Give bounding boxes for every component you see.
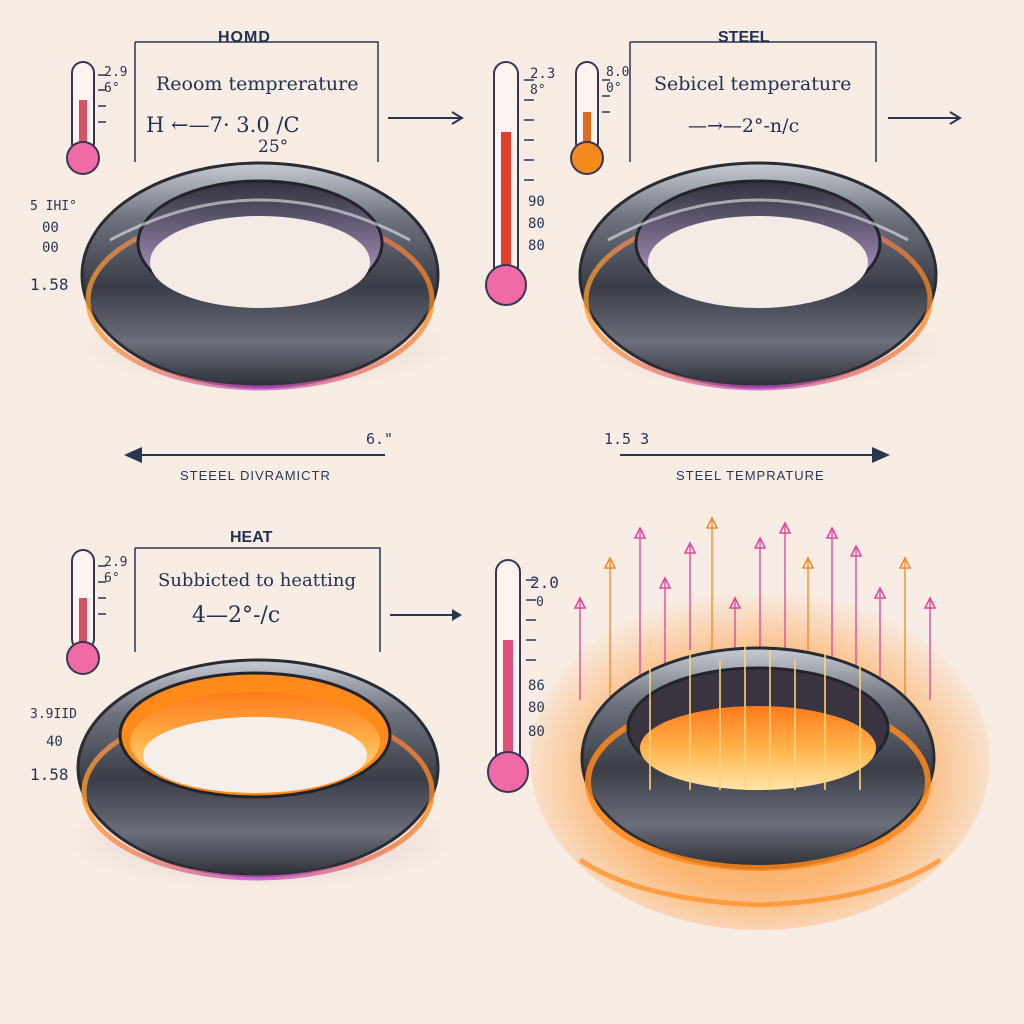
arrow-left-icon [124,447,385,463]
heat-arrow-head [898,556,912,569]
steel-ring-heating [76,658,440,881]
heat-arrow-head [923,596,937,609]
glow-base [578,857,942,908]
heat-arrow-head [778,521,792,534]
side-value: 5 IHI° [30,199,77,214]
panel-heated-ring [487,516,990,930]
center-scale: 90 [528,194,545,210]
panel-caption: Sebicel temperature [654,73,851,95]
middle-row [124,447,890,463]
steel-ring-hot [580,646,936,871]
steel-ring-warm [578,161,938,391]
heat-arrow-head [658,576,672,589]
thermo-scale-second: 6° [104,571,120,586]
panel-title: HEAT [230,529,273,546]
thermometer-icon [487,559,536,793]
center-scale: 2.3 [530,66,555,82]
temperature-reading: 4—2°-/c [192,603,280,628]
heat-streaks [649,640,861,790]
side-value: 1.58 [30,275,69,294]
label-bracket [134,547,381,652]
steel-ring-cold [80,161,440,391]
heat-arrow-head [728,596,742,609]
arrow-right-icon [620,447,890,463]
heat-arrow-head [753,536,767,549]
center-scale: 80 [528,724,545,740]
thermometer-icon [66,549,106,675]
arrow-right-icon [390,609,462,621]
heat-arrow-head [683,541,697,554]
panel-subjected-to-heating [60,547,462,890]
heat-arrow-head [873,586,887,599]
thermometer-icon [485,61,534,306]
side-value: 3.9IID [30,707,77,722]
middle-right-label: STEEL TEMPRATURE [676,468,825,483]
center-scale: 80 [528,238,545,254]
thermo-scale-second: 0° [606,81,622,96]
temperature-reading: —→—2°-n/c [688,115,799,137]
panel-caption: Subbicted to heatting [158,570,356,591]
thermo-scale-second: 6° [104,81,120,96]
label-bracket [134,41,379,162]
panel-room-temperature [66,41,464,391]
center-scale: 8° [530,83,546,98]
side-value: 00 [42,240,59,256]
arrow-right-icon [888,111,962,125]
side-value: 1.58 [30,765,69,784]
heat-arrow-head [705,516,719,529]
center-scale: 0 [536,595,544,610]
temperature-subreading: 25° [258,137,288,157]
heat-arrow-head [603,556,617,569]
thermo-scale-top: 8.0 [606,65,629,80]
heat-arrow-head [849,544,863,557]
center-scale: 2.0 [530,573,559,592]
panel-title: STEEL [718,29,770,46]
middle-left-value: 6." [366,430,393,448]
heat-arrows [573,516,937,700]
panel-steel-temperature [485,41,962,391]
thermo-scale-top: 2.9 [104,555,127,570]
center-scale: 80 [528,216,545,232]
heat-arrow-head [573,596,587,609]
thermo-scale-top: 2.9 [104,65,127,80]
thermometer-icon [66,61,106,175]
heat-arrow-head [801,556,815,569]
temperature-reading: H ←—7· 3.0 /C [146,113,300,137]
heat-arrow-head [633,526,647,539]
heat-arrow-head [825,526,839,539]
center-scale: 80 [528,700,545,716]
side-value: 40 [46,734,63,750]
panel-caption: Reoom temprerature [156,73,358,95]
label-bracket [629,41,877,162]
panel-title: HOMD [218,29,271,46]
middle-right-value: 1.5 3 [604,430,649,448]
center-scale: 86 [528,678,545,694]
thermometer-icon [570,61,610,175]
side-value: 00 [42,220,59,236]
arrow-right-icon [388,111,464,125]
middle-left-label: STEEEL DIVRAMICTR [180,468,331,483]
